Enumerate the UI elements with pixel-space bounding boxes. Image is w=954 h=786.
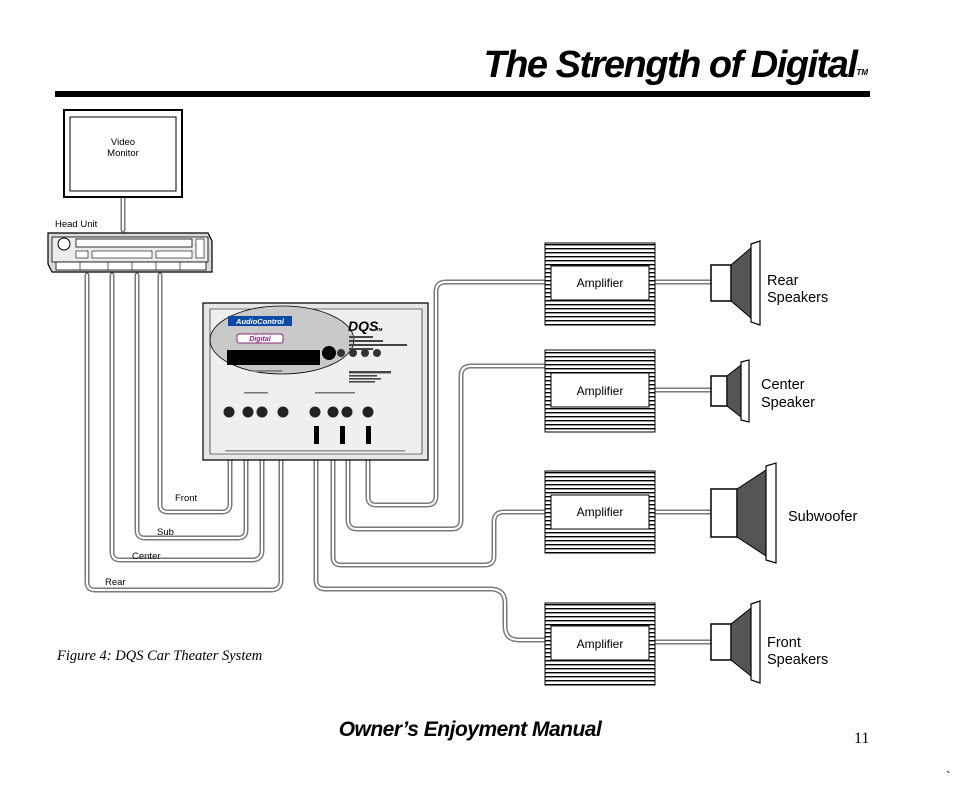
page-number: 11 [854, 730, 870, 747]
head-unit: Head Unit [47, 219, 213, 273]
amplifier-label: Amplifier [577, 384, 624, 398]
trademark-mark: TM [856, 68, 868, 77]
speaker-label: Speakers [767, 652, 828, 668]
page-title: The Strength of DigitalTM [0, 40, 869, 90]
speaker-subwoofer: Subwoofer [710, 462, 857, 564]
amplifier-label: Amplifier [577, 505, 624, 519]
figure-caption: Figure 4: DQS Car Theater System [57, 648, 263, 664]
speaker-front: Front Speakers [710, 600, 828, 684]
processor-fine-print [349, 336, 407, 383]
amplifier-label: Amplifier [577, 276, 624, 290]
processor-display [227, 350, 320, 365]
video-monitor: Video Monitor [63, 109, 183, 198]
speaker-label: Speakers [767, 290, 828, 306]
main-knob [322, 346, 336, 360]
cable-label-rear: Rear [105, 577, 126, 588]
speaker-label: Center [761, 377, 805, 393]
brand-sub-text: Digital [249, 336, 271, 343]
amplifier-rear: Amplifier [544, 242, 656, 326]
speaker-rear: Rear Speakers [710, 240, 828, 326]
cable-label-front: Front [175, 493, 198, 504]
model-tm: TM [376, 327, 383, 332]
amplifier-center: Amplifier [544, 349, 656, 433]
head-unit-label: Head Unit [55, 219, 98, 230]
speaker-label: Subwoofer [788, 509, 857, 525]
speaker-label: Rear [767, 273, 799, 289]
title-rule [55, 91, 870, 97]
amplifier-front: Amplifier [544, 602, 656, 686]
amplifier-label: Amplifier [577, 637, 624, 651]
stray-mark: ` [946, 768, 951, 784]
amplifier-subwoofer: Amplifier [544, 470, 656, 554]
speaker-label: Speaker [761, 395, 815, 411]
speaker-label: Front [767, 635, 801, 651]
brand-badge [228, 316, 292, 326]
page-title-text: The Strength of Digital [483, 44, 858, 86]
dqs-processor: AudioControl Digital DQS TM [202, 302, 429, 461]
cable-label-sub: Sub [157, 527, 174, 538]
video-monitor-label: Video [111, 137, 135, 148]
speaker-center: Center Speaker [710, 359, 815, 423]
cable-bundle [84, 193, 715, 645]
brand-logo-text: AudioControl [235, 317, 285, 326]
cable-label-center: Center [132, 551, 161, 562]
model-logo: DQS [348, 318, 379, 334]
processor-control-knobs [223, 392, 405, 452]
footer-title: Owner’s Enjoyment Manual [338, 718, 602, 741]
video-monitor-label: Monitor [107, 148, 139, 159]
